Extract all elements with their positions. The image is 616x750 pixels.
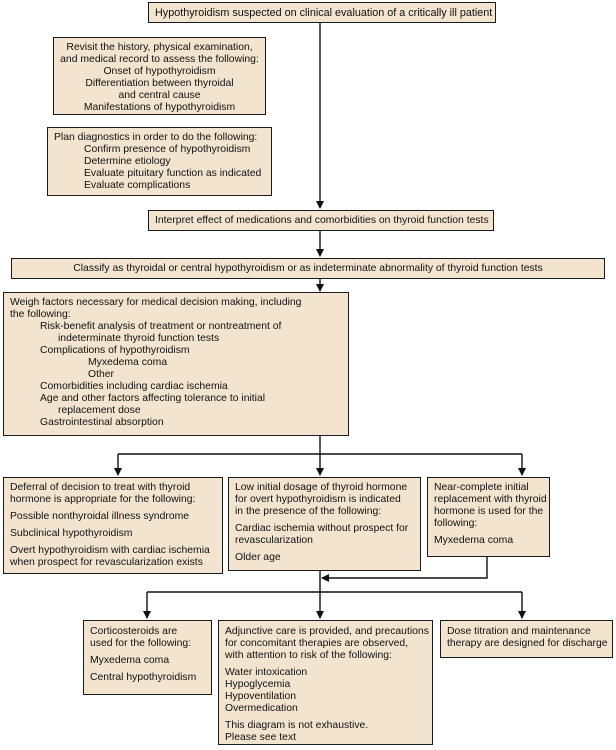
box-text: Adjunctive care is provided, and precaut…: [225, 626, 429, 637]
near-complete-replacement-box: Near-complete initial replacement with t…: [427, 477, 550, 557]
box-text: Comorbidities including cardiac ischemia: [40, 381, 228, 392]
box-text: Cardiac ischemia without prospect for: [235, 523, 409, 534]
box-text: with attention to risk of the following:: [225, 650, 392, 661]
box-text: Weigh factors necessary for medical deci…: [10, 297, 302, 308]
box-text: Central hypothyroidism: [90, 672, 197, 683]
box-text: Confirm presence of hypothyroidism: [84, 144, 251, 155]
weigh-factors-box: Weigh factors necessary for medical deci…: [3, 292, 349, 436]
revisit-history-box: Revisit the history, physical examinatio…: [53, 37, 266, 115]
box-text: Hypothyroidism suspected on clinical eva…: [155, 7, 493, 19]
box-text: and medical record to assess the followi…: [60, 54, 259, 65]
box-text: for overt hypothyroidism is indicated: [235, 494, 401, 505]
box-text: Differentiation between thyroidal: [85, 78, 234, 89]
box-text: Risk-benefit analysis of treatment or no…: [40, 321, 282, 332]
deferral-box: Deferral of decision to treat with thyro…: [3, 477, 223, 574]
box-text: the following:: [10, 309, 71, 320]
box-text: Hypoventilation: [225, 691, 297, 702]
box-text: Determine etiology: [84, 156, 171, 167]
plan-diagnostics-box: Plan diagnostics in order to do the foll…: [47, 127, 272, 196]
box-text: Revisit the history, physical examinatio…: [66, 42, 253, 53]
box-text: Near-complete initial: [434, 482, 529, 493]
box-text: Overt hypothyroidism with cardiac ischem…: [10, 545, 210, 556]
box-text: and central cause: [118, 90, 201, 101]
box-text: This diagram is not exhaustive.: [225, 720, 369, 731]
classify-box: Classify as thyroidal or central hypothy…: [11, 258, 605, 279]
low-initial-dosage-box: Low initial dosage of thyroid hormone fo…: [228, 477, 421, 571]
box-text: hormone is appropriate for the following…: [10, 494, 196, 505]
box-text: Water intoxication: [225, 667, 308, 678]
box-text: revascularization: [235, 535, 313, 546]
arrow-near-complete-merge: [321, 557, 488, 582]
box-text: in the presence of the following:: [235, 506, 382, 517]
box-text: for concomitant therapies are observed,: [225, 638, 409, 649]
box-text: Myxedema coma: [88, 357, 168, 368]
box-text: replacement dose: [58, 405, 141, 416]
box-text: Dose titration and maintenance: [447, 626, 591, 637]
box-text: Onset of hypothyroidism: [103, 66, 216, 77]
box-text: Possible nonthyroidal illness syndrome: [10, 511, 190, 522]
box-text: hormone is used for the: [434, 506, 544, 517]
box-text: Classify as thyroidal or central hypothy…: [73, 263, 543, 274]
box-text: Myxedema coma: [434, 535, 514, 546]
box-text: Age and other factors affecting toleranc…: [40, 393, 266, 404]
box-text: Please see text: [225, 732, 297, 743]
corticosteroids-box: Corticosteroids are used for the followi…: [83, 620, 212, 695]
box-text: Plan diagnostics in order to do the foll…: [54, 132, 258, 143]
box-text: Subclinical hypothyroidism: [10, 528, 133, 539]
box-text: Deferral of decision to treat with thyro…: [10, 482, 191, 493]
box-text: Interpret effect of medications and como…: [155, 215, 489, 226]
dose-titration-box: Dose titration and maintenance therapy a…: [440, 620, 613, 658]
box-text: Myxedema coma: [90, 655, 170, 666]
box-text: replacement with thyroid: [434, 494, 547, 505]
box-text: Older age: [235, 552, 281, 563]
box-text: Low initial dosage of thyroid hormone: [235, 482, 408, 493]
box-text: Complications of hypothyroidism: [40, 345, 190, 356]
box-text: therapy are designed for discharge: [447, 638, 608, 649]
box-text: Corticosteroids are: [90, 626, 178, 637]
box-text: Gastrointestinal absorption: [40, 417, 164, 428]
interpret-effect-box: Interpret effect of medications and como…: [148, 210, 494, 231]
box-text: used for the following:: [90, 638, 192, 649]
box-text: Hypoglycemia: [225, 679, 291, 690]
box-text: Evaluate complications: [84, 180, 191, 191]
box-text: indeterminate thyroid function tests: [58, 333, 220, 344]
box-text: when prospect for revascularization exis…: [10, 557, 203, 568]
box-text: Other: [88, 369, 114, 380]
box-text: Manifestations of hypothyroidism: [83, 102, 236, 113]
box-text: Overmedication: [225, 703, 298, 714]
suspected-hypothyroidism-box: Hypothyroidism suspected on clinical eva…: [148, 2, 496, 23]
adjunctive-care-box: Adjunctive care is provided, and precaut…: [218, 620, 433, 745]
box-text: Evaluate pituitary function as indicated: [84, 168, 262, 179]
box-text: following:: [434, 518, 478, 529]
